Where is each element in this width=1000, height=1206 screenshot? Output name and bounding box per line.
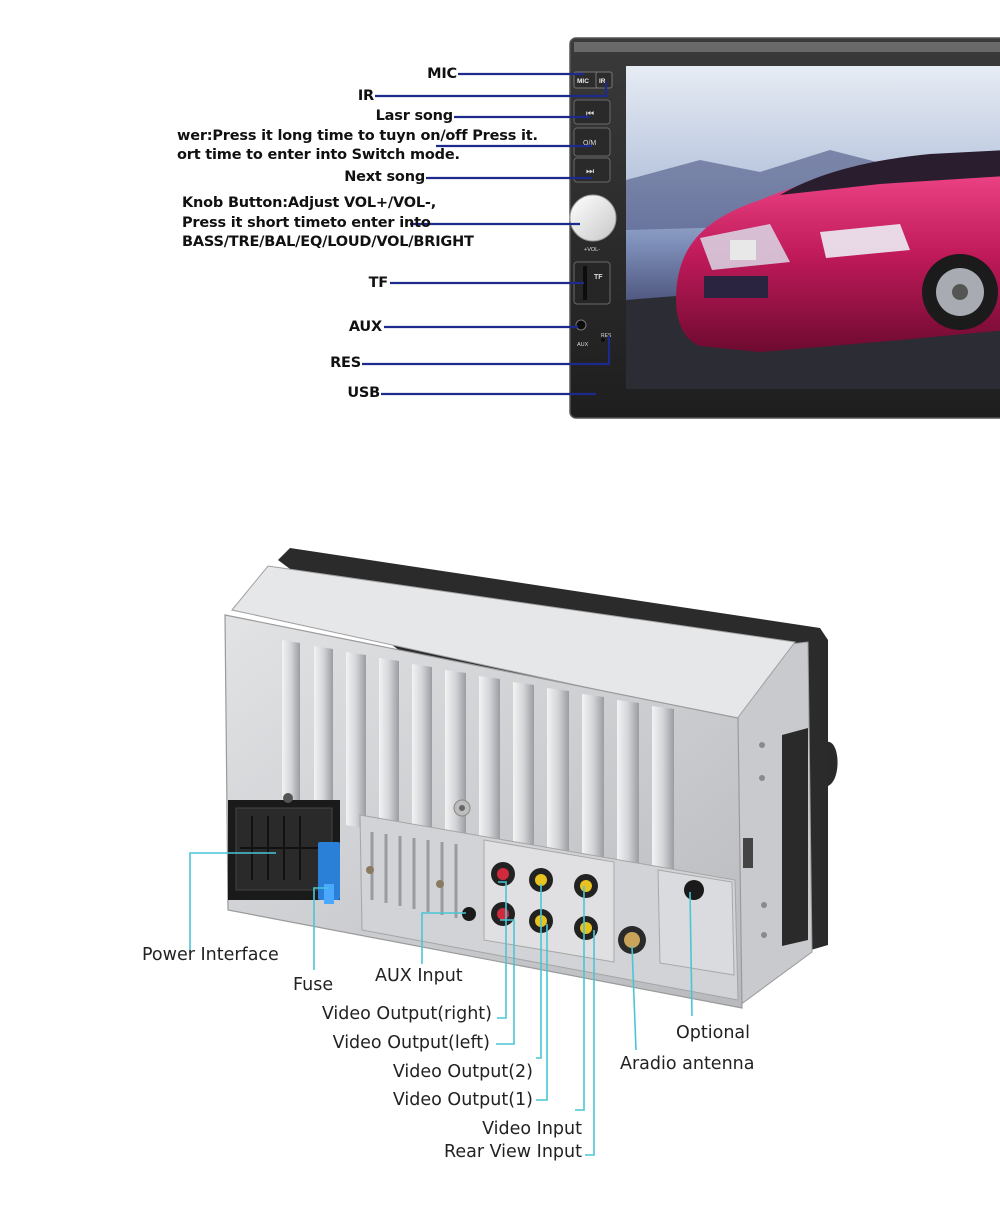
front-callout-lines	[362, 72, 611, 396]
callout-fuse: Fuse	[293, 975, 334, 995]
gps-port	[684, 880, 704, 900]
line-aradio-antenna	[631, 945, 637, 1051]
callout-power-line2: ort time to enter into Switch mode.	[177, 147, 460, 163]
line-rear-view-input	[585, 930, 595, 1156]
vent-slots	[370, 832, 458, 918]
line-fuse	[313, 887, 329, 970]
fuse-holder	[318, 842, 340, 900]
heat-sink-fins	[282, 640, 674, 889]
callout-power-interface: Power Interface	[142, 945, 279, 965]
device-label-ir: IR	[599, 78, 606, 85]
head-unit-rear	[224, 548, 838, 1009]
callout-aradio-antenna: Aradio antenna	[620, 1054, 755, 1074]
callout-video-output-left: Video Output(left)	[332, 1033, 490, 1053]
callout-knob-line1: Knob Button:Adjust VOL+/VOL-,	[182, 195, 437, 211]
device-label-vol: +VOL-	[584, 247, 600, 253]
device-label-tf: TF	[594, 274, 603, 281]
control-column	[569, 71, 617, 342]
callout-aux-input: AUX Input	[375, 966, 463, 986]
line-video-output-right	[497, 881, 507, 1019]
callout-knob-line2: Press it short timeto enter into	[182, 215, 431, 231]
callout-power-line1: wer:Press it long time to tuyn on/off Pr…	[177, 128, 538, 144]
callout-video-output-1: Video Output(1)	[392, 1090, 533, 1110]
callout-mic: MIC	[427, 66, 457, 82]
line-ir	[375, 82, 608, 98]
callout-tf: TF	[368, 275, 389, 291]
head-unit-front	[569, 37, 1000, 419]
car-illustration	[676, 150, 1000, 352]
rear-callout-lines	[189, 852, 693, 1156]
callout-last-song: Lasr song	[375, 108, 454, 124]
line-video-input	[575, 886, 585, 1111]
line-res	[362, 336, 611, 366]
line-power-interface	[189, 852, 276, 955]
callout-video-output-2: Video Output(2)	[392, 1062, 533, 1082]
callout-res: RES	[330, 355, 361, 371]
line-aux-input	[421, 912, 466, 964]
line-video-output-2	[536, 884, 542, 1059]
aux-jack	[462, 907, 476, 921]
next-track-icon: ⏭	[586, 167, 594, 177]
callout-video-input: Video Input	[482, 1119, 582, 1139]
device-label-mode: O/M	[583, 140, 596, 147]
callout-rear-view-input: Rear View Input	[443, 1142, 582, 1162]
device-label-res: RES	[601, 333, 612, 339]
callout-knob-line3: BASS/TRE/BAL/EQ/LOUD/VOL/BRIGHT	[182, 234, 474, 250]
callout-next-song: Next song	[344, 169, 425, 185]
line-video-output-left	[496, 919, 515, 1045]
prev-track-icon: ⏮	[586, 109, 594, 119]
line-video-output-1	[536, 924, 548, 1101]
callout-aux: AUX	[348, 319, 382, 335]
device-label-mic: MIC	[577, 78, 589, 85]
line-optional	[689, 891, 693, 1017]
device-label-aux: AUX	[577, 342, 589, 348]
callout-ir: IR	[357, 88, 374, 104]
callout-optional: Optional	[676, 1023, 750, 1043]
callout-video-output-right: Video Output(right)	[321, 1004, 492, 1024]
knob-button	[569, 194, 617, 242]
callout-usb: USB	[347, 385, 380, 401]
